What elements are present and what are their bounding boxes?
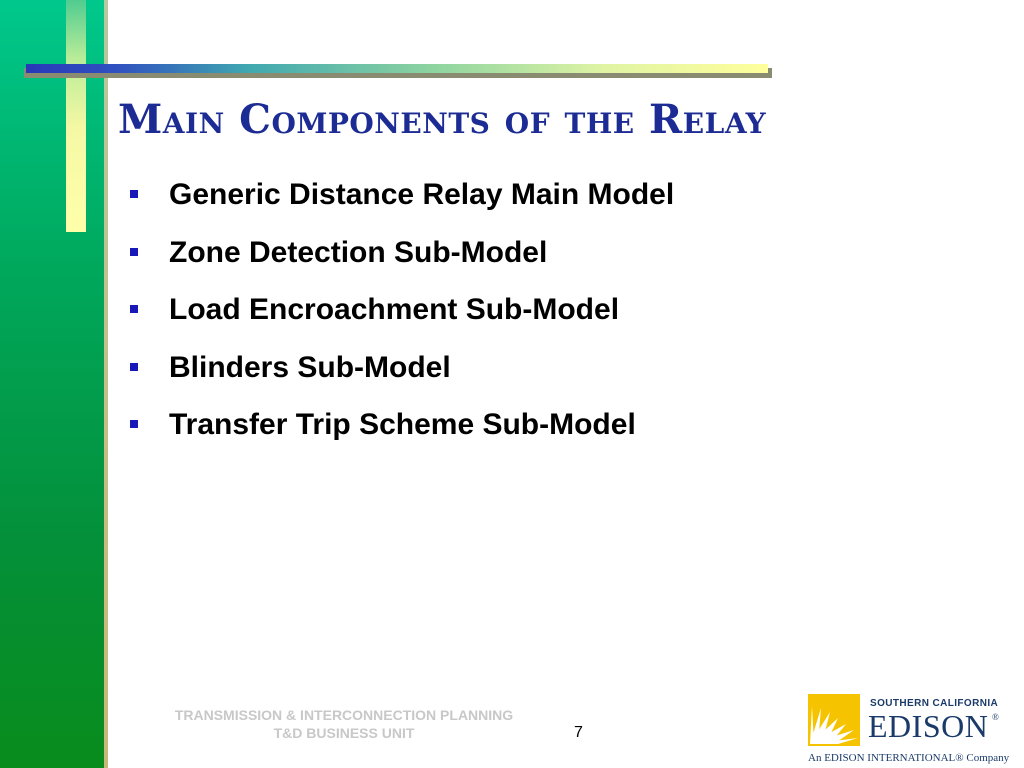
horizontal-accent-stripe [26, 64, 768, 73]
logo-registered-mark: ® [992, 712, 999, 722]
logo-southern-california: SOUTHERN CALIFORNIA [870, 698, 999, 709]
horizontal-stripe-shadow [24, 68, 772, 78]
bullet-item: Zone Detection Sub-Model [130, 234, 674, 292]
logo-brand-name: EDISON [868, 708, 989, 744]
logo-tagline: An EDISON INTERNATIONAL® Company [808, 752, 1010, 764]
bullet-item: Generic Distance Relay Main Model [130, 176, 674, 234]
slide-title: Main Components of the Relay [118, 96, 767, 143]
edison-logo: SOUTHERN CALIFORNIA EDISON ® An EDISON I… [808, 694, 1010, 768]
bullet-item: Load Encroachment Sub-Model [130, 291, 674, 349]
bullet-item: Blinders Sub-Model [130, 349, 674, 407]
page-number: 7 [574, 724, 583, 741]
bullet-text: Generic Distance Relay Main Model [169, 178, 675, 211]
square-bullet-icon [130, 362, 138, 371]
square-bullet-icon [130, 247, 138, 256]
bullet-item: Transfer Trip Scheme Sub-Model [130, 406, 674, 464]
footer-department: TRANSMISSION & INTERCONNECTION PLANNING [174, 707, 514, 723]
sunburst-logo-icon [808, 694, 860, 746]
bullet-text: Blinders Sub-Model [169, 350, 451, 384]
vertical-accent-stripe [66, 0, 86, 232]
bullet-list: Generic Distance Relay Main Model Zone D… [130, 176, 674, 464]
sidebar-edge [104, 0, 108, 768]
square-bullet-icon [130, 190, 138, 198]
square-bullet-icon [130, 420, 138, 428]
square-bullet-icon [130, 305, 138, 313]
footer-business-unit: T&D BUSINESS UNIT [273, 725, 415, 741]
bullet-text: Transfer Trip Scheme Sub-Model [169, 408, 636, 441]
bullet-text: Load Encroachment Sub-Model [169, 293, 620, 326]
left-green-sidebar [0, 0, 104, 768]
bullet-text: Zone Detection Sub-Model [169, 235, 548, 269]
